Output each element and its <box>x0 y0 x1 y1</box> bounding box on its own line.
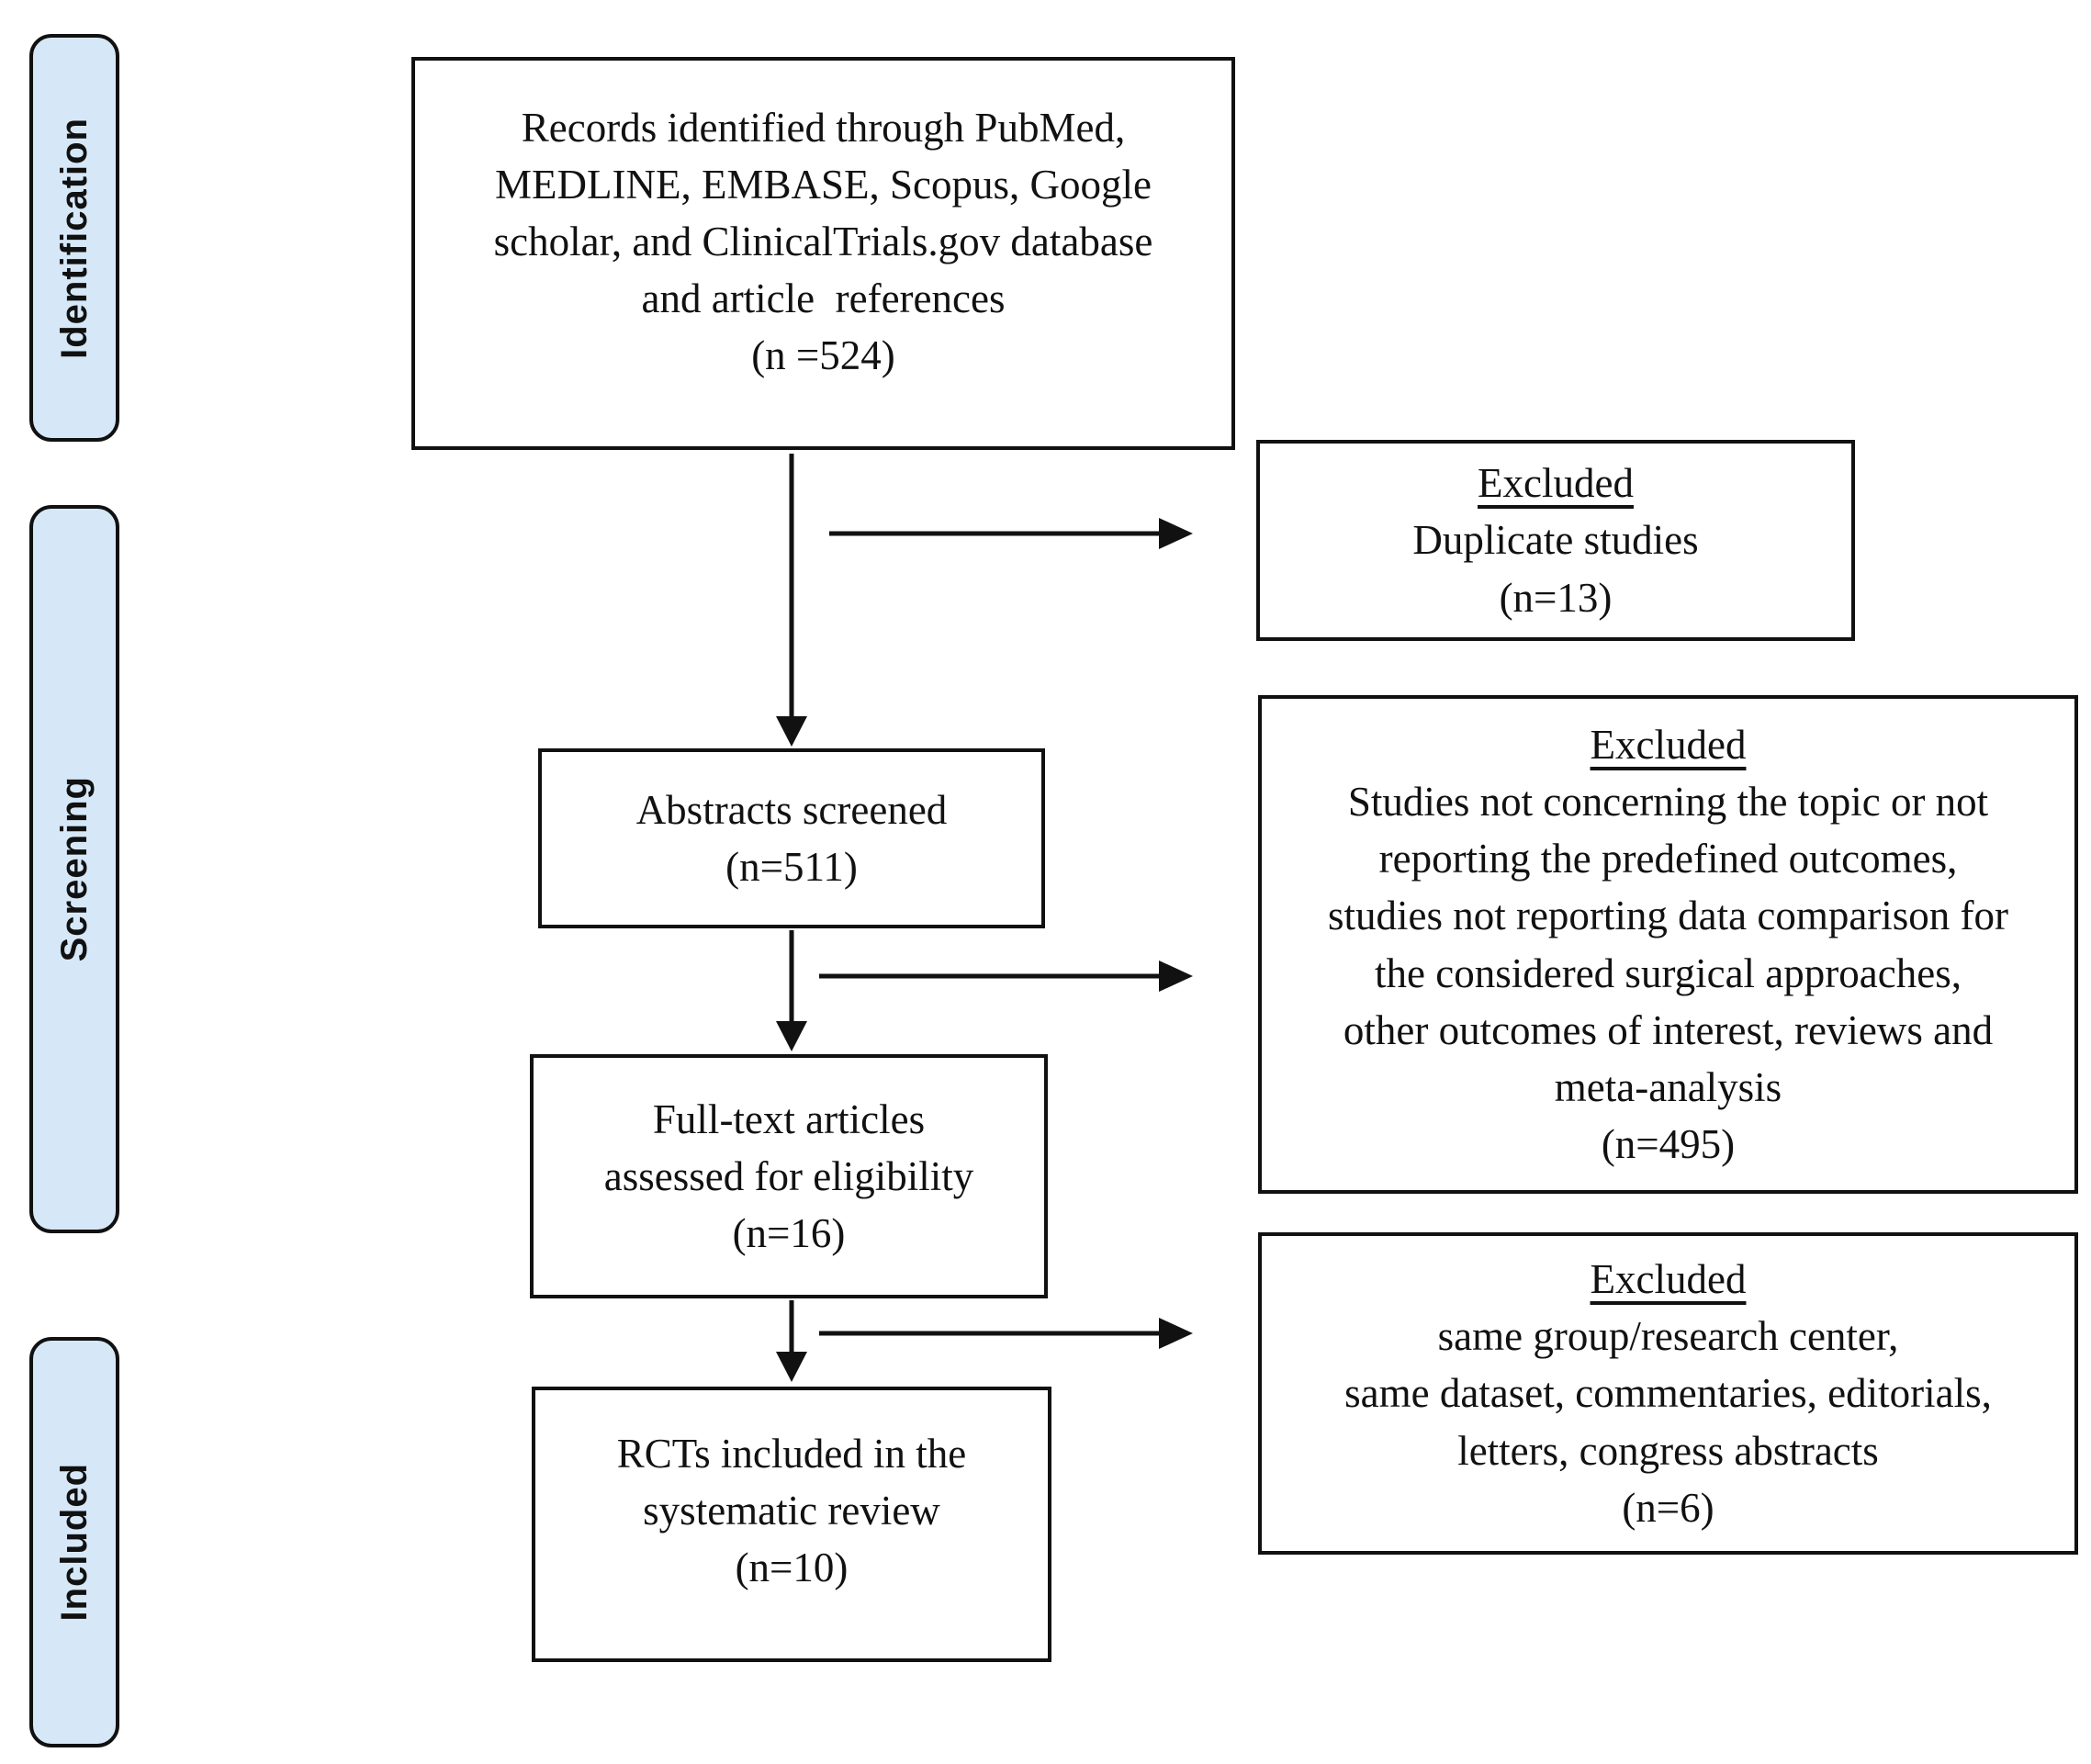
arrow-fulltext-to-rcts <box>776 1300 807 1382</box>
abstracts-line: Abstracts screened <box>635 786 948 833</box>
excluded-count: (n=495) <box>1601 1120 1736 1167</box>
arrow-to-excluded-criteria <box>819 961 1193 992</box>
excluded-reason: Duplicate studies <box>1412 517 1699 564</box>
excluded-reason: studies not reporting data comparison fo… <box>1327 893 2009 939</box>
excluded-same-group-box: Excluded same group/research center, sam… <box>1258 1232 2078 1555</box>
excluded-duplicates-box: Excluded Duplicate studies (n=13) <box>1256 440 1855 641</box>
rcts-line: systematic review <box>643 1488 940 1534</box>
excluded-reason: reporting the predefined outcomes, <box>1378 836 1958 882</box>
arrow-to-excluded-duplicates <box>829 518 1193 549</box>
excluded-reason: meta-analysis <box>1554 1063 1782 1110</box>
rcts-count: (n=10) <box>735 1545 849 1591</box>
stage-screening-label: Screening <box>53 776 95 962</box>
abstracts-screened-box: Abstracts screened (n=511) <box>538 748 1045 928</box>
excluded-reason: same dataset, commentaries, editorials, <box>1344 1370 1992 1417</box>
arrow-records-to-abstracts <box>776 454 807 747</box>
arrow-abstracts-to-fulltext <box>776 930 807 1051</box>
records-line: Records identified through PubMed, <box>521 105 1126 151</box>
excluded-count: (n=6) <box>1622 1484 1714 1531</box>
arrow-to-excluded-same-group <box>819 1318 1193 1349</box>
excluded-reason: the considered surgical approaches, <box>1375 949 1962 996</box>
excluded-title: Excluded <box>1590 1256 1747 1303</box>
excluded-title: Excluded <box>1590 722 1747 769</box>
rcts-included-box: RCTs included in the systematic review (… <box>532 1387 1051 1662</box>
records-line: scholar, and ClinicalTrials.gov database <box>493 219 1153 265</box>
stage-screening: Screening <box>29 505 119 1233</box>
excluded-reason: letters, congress abstracts <box>1457 1427 1879 1474</box>
fulltext-count: (n=16) <box>732 1210 846 1257</box>
records-identified-box: Records identified through PubMed, MEDLI… <box>411 57 1235 450</box>
fulltext-assessed-box: Full-text articles assessed for eligibil… <box>530 1054 1048 1298</box>
excluded-reason: same group/research center, <box>1437 1313 1899 1360</box>
excluded-title: Excluded <box>1478 460 1634 507</box>
records-count: (n =524) <box>751 332 895 379</box>
stage-included: Included <box>29 1337 119 1747</box>
stage-identification: Identification <box>29 34 119 442</box>
abstracts-count: (n=511) <box>725 844 858 890</box>
excluded-reason: Studies not concerning the topic or not <box>1347 779 1989 826</box>
excluded-reason: other outcomes of interest, reviews and <box>1343 1006 1994 1053</box>
rcts-line: RCTs included in the <box>616 1431 967 1477</box>
excluded-criteria-box: Excluded Studies not concerning the topi… <box>1258 695 2078 1194</box>
stage-included-label: Included <box>53 1463 95 1622</box>
records-line: MEDLINE, EMBASE, Scopus, Google <box>495 162 1152 208</box>
fulltext-line: assessed for eligibility <box>603 1152 974 1199</box>
stage-identification-label: Identification <box>53 117 95 359</box>
excluded-count: (n=13) <box>1499 574 1613 621</box>
records-line: and article references <box>641 275 1006 322</box>
fulltext-line: Full-text articles <box>652 1095 926 1142</box>
